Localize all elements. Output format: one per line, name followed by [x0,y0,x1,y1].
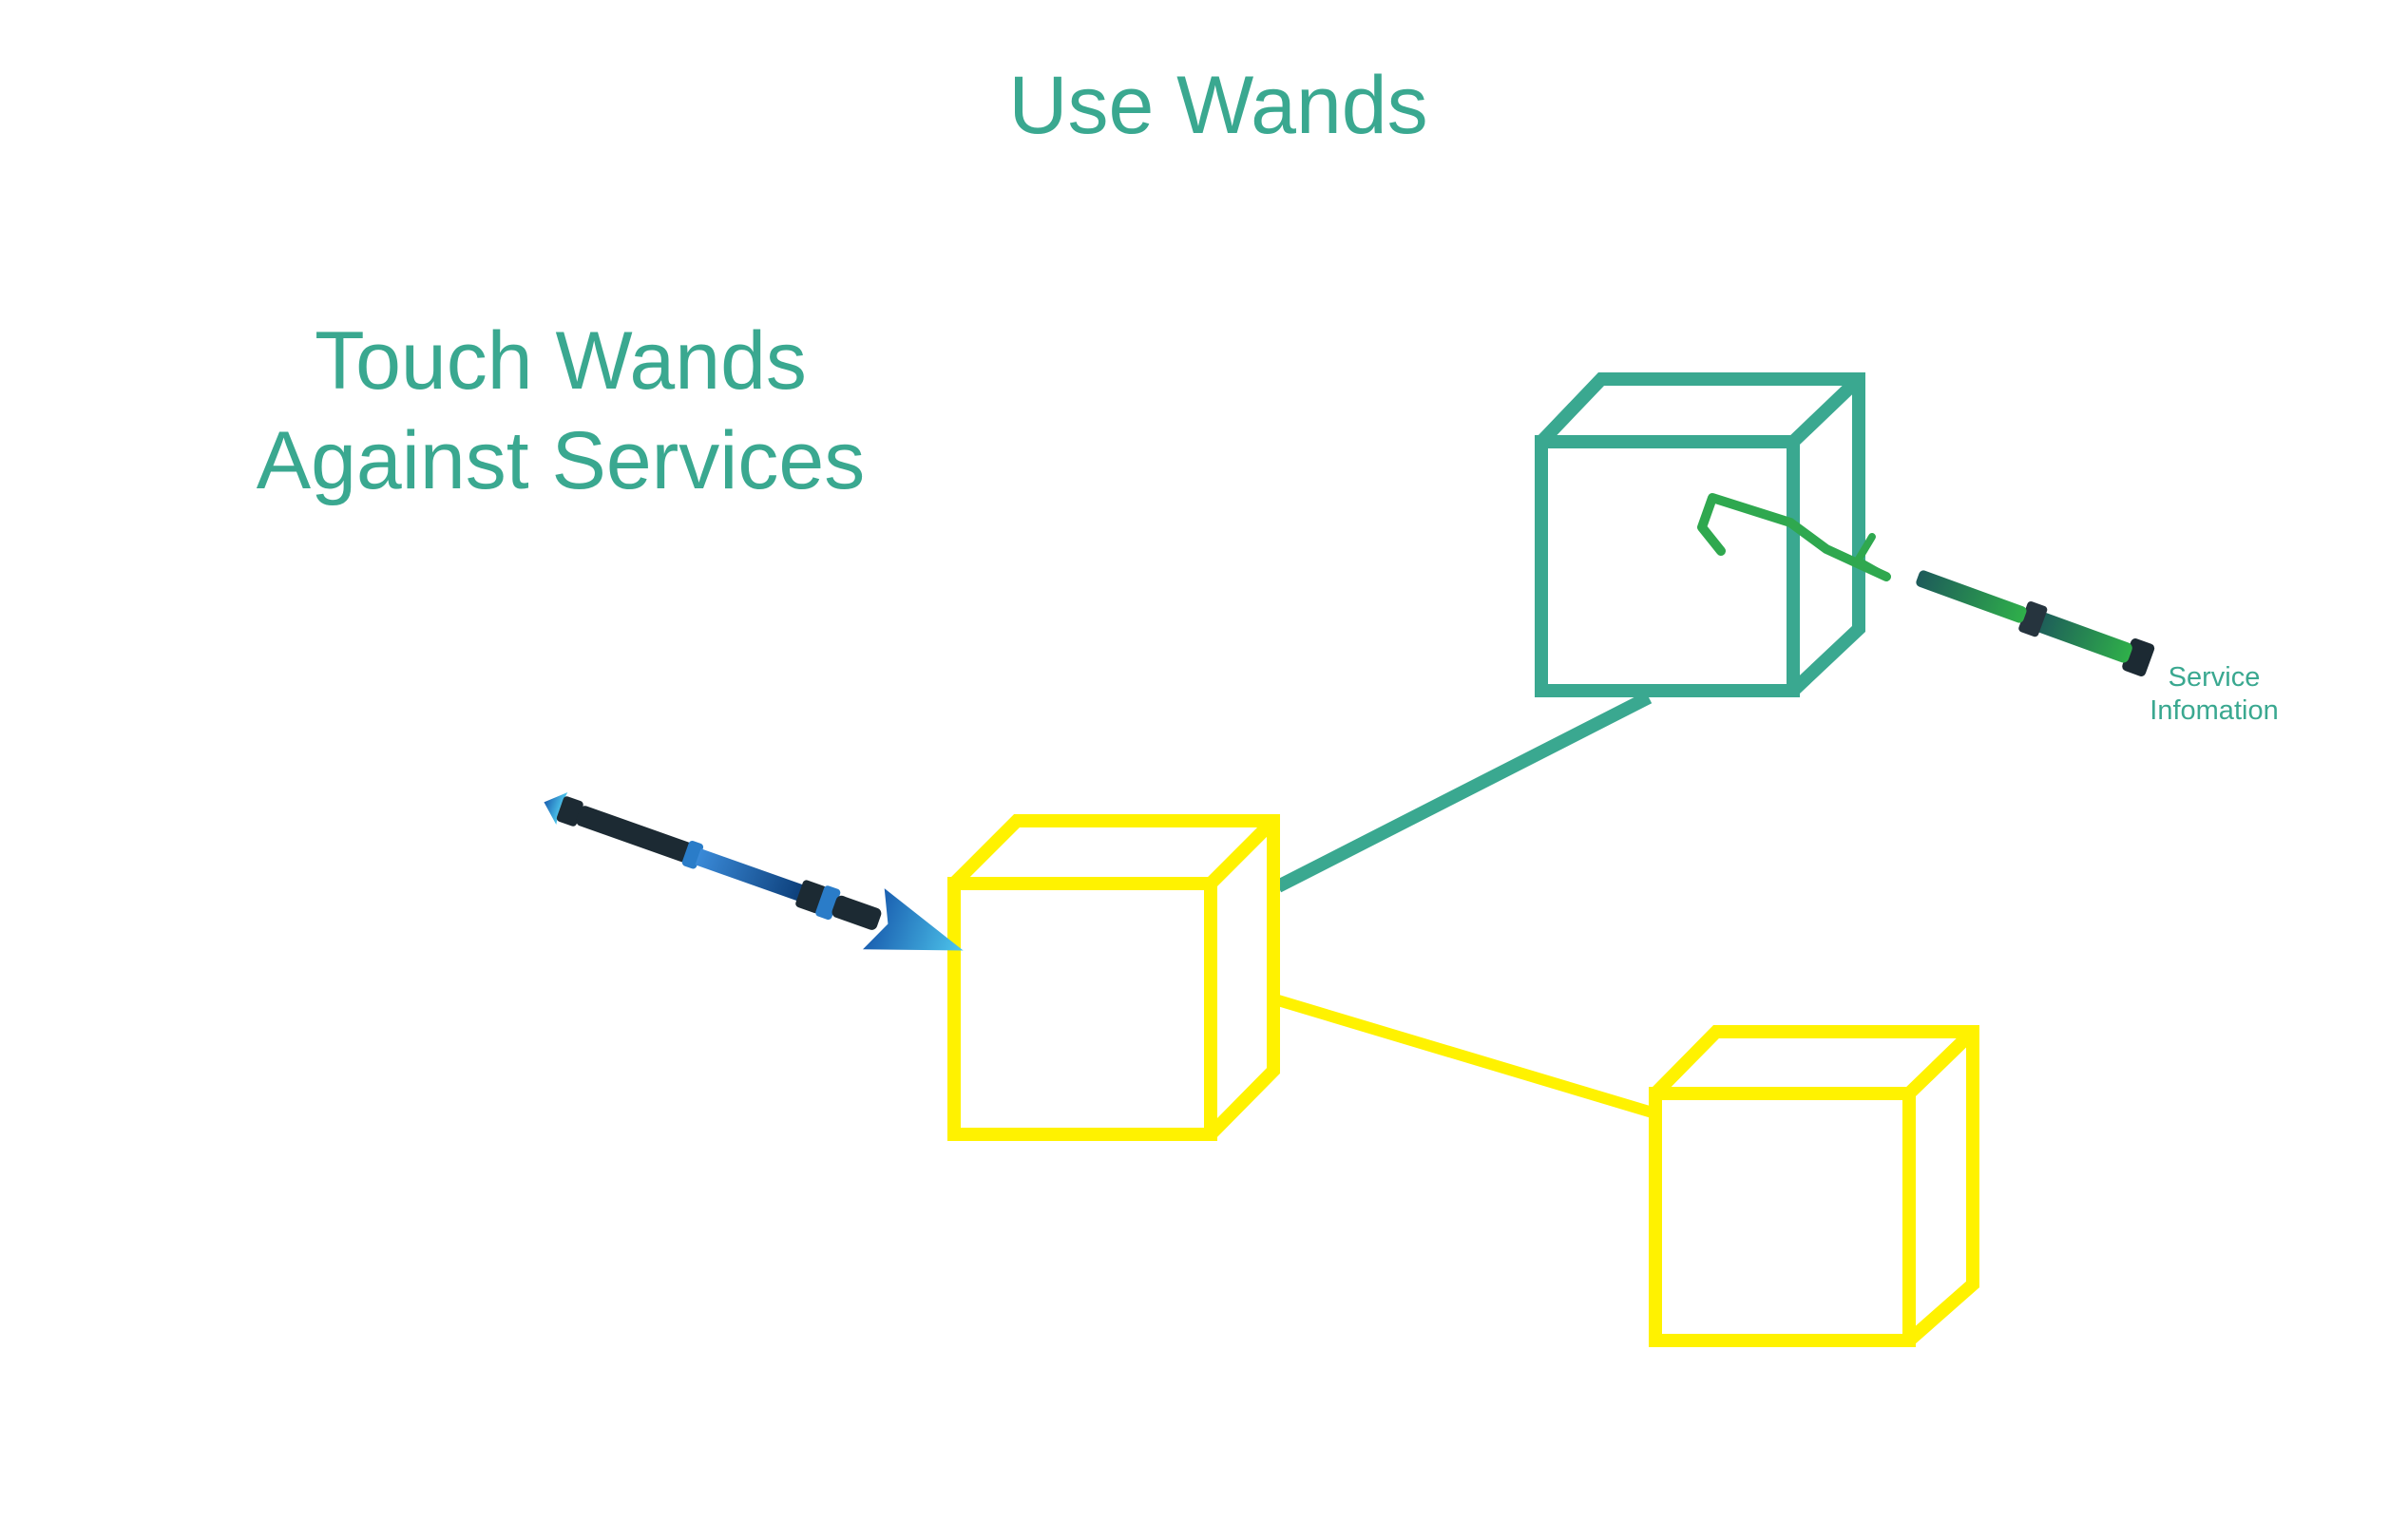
service-box [1535,372,1865,697]
caption-line-1: Service [2168,662,2261,693]
blue-wand-icon [544,792,964,951]
source-box [947,814,1280,1141]
green-wand-icon [1697,493,2155,676]
service-information-label: Service Infomation [2091,661,2338,728]
target-box [1649,1025,1979,1347]
connector-to-target-box [1276,995,1657,1119]
connector-to-service-box [1274,691,1653,893]
diagram-title: Use Wands [1008,60,1428,151]
instruction-line-1: Touch Wands [315,315,807,407]
instruction-text: Touch Wands Against Services [190,312,931,511]
instruction-line-2: Against Services [256,415,866,506]
caption-line-2: Infomation [2150,695,2279,726]
